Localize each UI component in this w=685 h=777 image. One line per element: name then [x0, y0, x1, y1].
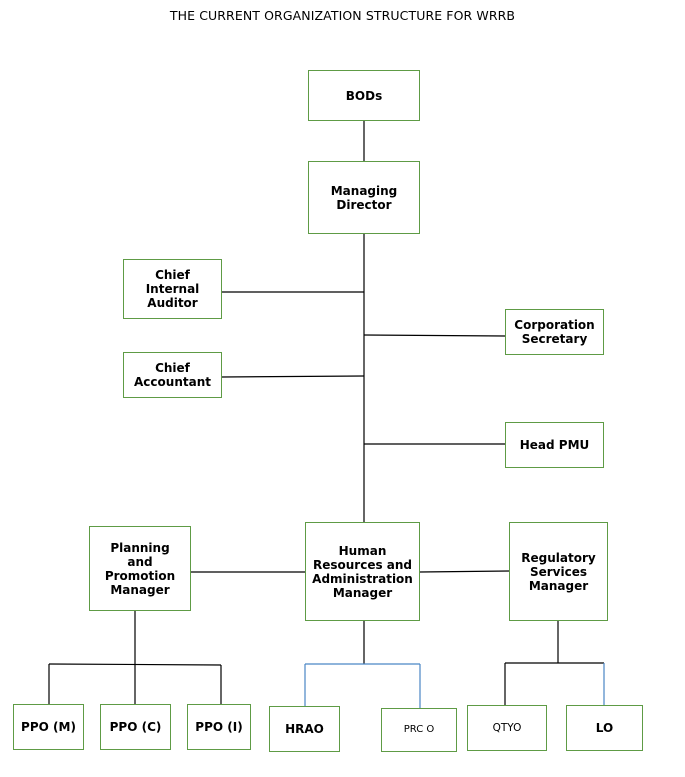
node-planning-promotion-manager: Planning and Promotion Manager — [89, 526, 191, 611]
node-hrao: HRAO — [269, 706, 340, 752]
node-prco: PRC O — [381, 708, 457, 752]
node-ppo-c: PPO (C) — [100, 704, 171, 750]
node-chief-accountant: Chief Accountant — [123, 352, 222, 398]
node-corporation-secretary: Corporation Secretary — [505, 309, 604, 355]
node-bods: BODs — [308, 70, 420, 121]
connector-corp-secretary — [363, 334, 506, 337]
connector-chief-accountant — [221, 375, 365, 378]
node-head-pmu: Head PMU — [505, 422, 604, 468]
node-qtyo: QTYO — [467, 705, 547, 751]
node-chief-internal-auditor: Chief Internal Auditor — [123, 259, 222, 319]
node-ppo-i: PPO (I) — [187, 704, 251, 750]
connector-ppo-bar — [48, 663, 222, 666]
node-ppo-m: PPO (M) — [13, 704, 84, 750]
chart-title: THE CURRENT ORGANIZATION STRUCTURE FOR W… — [169, 8, 516, 23]
connector-regulatory — [419, 570, 511, 573]
node-regulatory-services-manager: Regulatory Services Manager — [509, 522, 608, 621]
node-managing-director: Managing Director — [308, 161, 420, 234]
node-hr-admin-manager: Human Resources and Administration Manag… — [305, 522, 420, 621]
node-lo: LO — [566, 705, 643, 751]
